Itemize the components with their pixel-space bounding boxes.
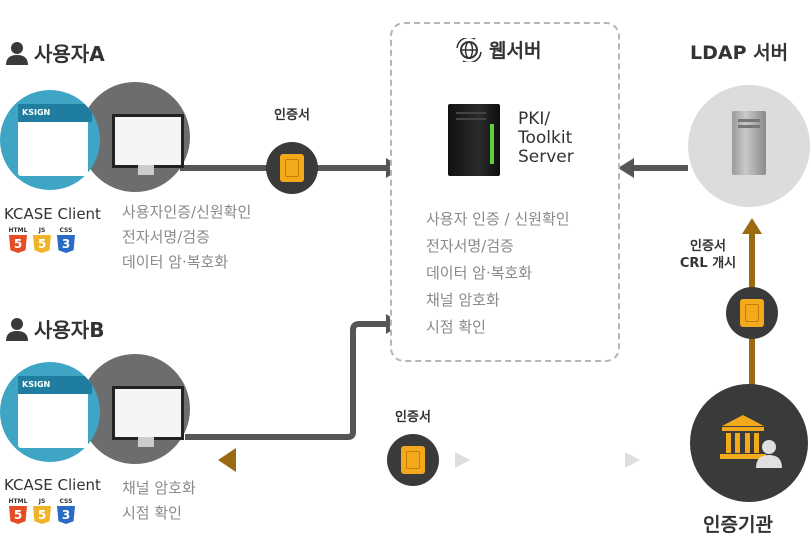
ldap-server-icon	[732, 111, 766, 175]
chip-icon	[397, 446, 429, 474]
userA-screen-brand: KSIGN	[18, 104, 92, 122]
userA-title: 사용자A	[6, 38, 105, 67]
server-tower-icon	[448, 104, 500, 176]
userA-monitor-screen	[112, 114, 184, 168]
webserver-feature: 채널 암호화	[426, 291, 500, 309]
userB-title: 사용자B	[6, 314, 104, 343]
person-icon	[6, 41, 28, 65]
ca-link-label: 인증서 CRL 개시	[679, 239, 737, 271]
arrow-userB-to-webserver	[185, 321, 388, 440]
arrow-ca-to-userB-head	[218, 448, 236, 472]
userB-monitor-screen	[112, 386, 184, 440]
userB-feature-list: 채널 암호화 시점 확인	[122, 476, 196, 526]
globe-sync-icon	[456, 37, 482, 62]
webserver-feature: 데이터 암·복호화	[426, 264, 533, 282]
userB-feature: 시점 확인	[122, 504, 182, 522]
cert-top-chip	[266, 142, 318, 194]
ldap-server-circle	[688, 85, 810, 207]
userA-feature: 사용자인증/신원확인	[122, 203, 252, 221]
userA-device-illustration: KSIGN	[0, 82, 190, 202]
ca-link-chip	[726, 287, 778, 339]
userB-client-label: KCASE Client	[4, 476, 101, 494]
arrow-ca-to-ldap-head	[742, 218, 762, 234]
userA-feature: 전자서명/검증	[122, 228, 210, 246]
cert-bottom-chip	[387, 434, 439, 486]
ldap-title: LDAP 서버	[690, 42, 789, 64]
institution-icon	[720, 415, 766, 459]
userA-feature-list: 사용자인증/신원확인 전자서명/검증 데이터 암·복호화	[122, 200, 251, 275]
person-icon	[6, 317, 28, 341]
webserver-feature: 전자서명/검증	[426, 237, 514, 255]
person-icon	[756, 440, 782, 468]
webserver-feature: 시점 확인	[426, 318, 486, 336]
ca-circle	[690, 384, 808, 502]
userA-tablet-circle: KSIGN	[0, 90, 100, 190]
webserver-feature-list: 사용자 인증 / 신원확인 전자서명/검증 데이터 암·복호화 채널 암호화 시…	[426, 206, 570, 341]
webserver-title: 웹서버	[455, 36, 541, 63]
userB-feature: 채널 암호화	[122, 479, 196, 497]
server-name: PKI/ Toolkit Server	[518, 109, 574, 167]
webserver-box	[390, 22, 620, 362]
userB-screen-brand: KSIGN	[18, 376, 92, 394]
userA-feature: 데이터 암·복호화	[122, 253, 229, 271]
cert-bottom-label: 인증서	[395, 410, 431, 425]
webserver-feature: 사용자 인증 / 신원확인	[426, 210, 570, 228]
ca-title: 인증기관	[703, 514, 773, 536]
userB-tablet-circle: KSIGN	[0, 362, 100, 462]
cert-top-label: 인증서	[274, 108, 310, 123]
userA-client-label: KCASE Client	[4, 205, 101, 223]
chip-icon	[276, 154, 308, 182]
userB-device-illustration: KSIGN	[0, 354, 190, 474]
chip-icon	[736, 299, 768, 327]
arrow-ldap-head	[618, 158, 634, 178]
